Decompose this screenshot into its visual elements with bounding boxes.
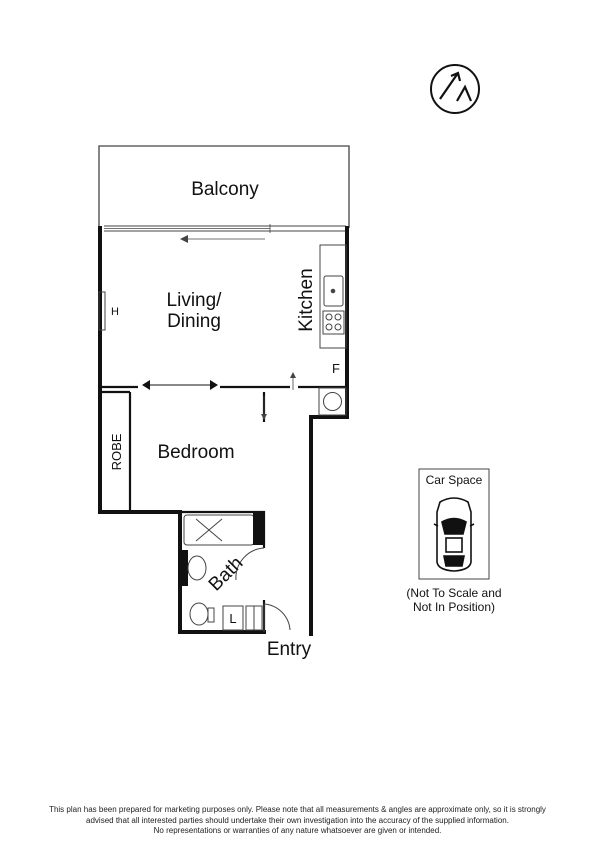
exterior-walls <box>98 226 349 636</box>
basin-icon <box>187 555 207 581</box>
car-space-note-line2: Not In Position) <box>413 600 495 614</box>
car-space-box <box>418 468 490 580</box>
bedroom-label: Bedroom <box>157 442 234 463</box>
disclaimer-line-1: This plan has been prepared for marketin… <box>49 805 546 814</box>
opening-arrows <box>142 372 296 420</box>
heater-label: H <box>111 306 119 318</box>
bathtub-icon <box>183 514 255 546</box>
washer-icon <box>318 387 347 416</box>
bath-label: Bath <box>205 553 247 595</box>
disclaimer: This plan has been prepared for marketin… <box>0 805 595 837</box>
laundry-label: L <box>229 611 236 626</box>
fridge-label: F <box>332 361 340 376</box>
sliding-door <box>104 224 346 243</box>
dining-label: Dining <box>167 311 221 332</box>
entry-label: Entry <box>267 639 312 660</box>
balcony-outline <box>98 145 350 228</box>
bathroom-fixtures <box>181 512 291 632</box>
car-space-note-line1: (Not To Scale and <box>406 586 501 600</box>
disclaimer-line-2: advised that all interested parties shou… <box>86 815 509 825</box>
car-space-title: Car Space <box>426 473 483 487</box>
laundry-box <box>222 605 244 631</box>
balcony-label: Balcony <box>191 179 259 200</box>
toilet-icon <box>189 602 209 626</box>
kitchen-label: Kitchen <box>296 268 317 331</box>
robe-label: ROBE <box>109 433 124 470</box>
cooktop-icon <box>322 310 345 335</box>
north-arrow-icon <box>430 64 480 114</box>
heater-unit <box>98 291 106 331</box>
car-space: Car Space (Not To Scale and Not In Posit… <box>406 468 502 614</box>
sink-icon <box>323 275 344 307</box>
living-label: Living/ <box>167 290 223 311</box>
kitchen-bench <box>318 244 347 416</box>
car-icon <box>433 497 475 572</box>
disclaimer-line-3: No representations or warranties of any … <box>153 826 442 835</box>
